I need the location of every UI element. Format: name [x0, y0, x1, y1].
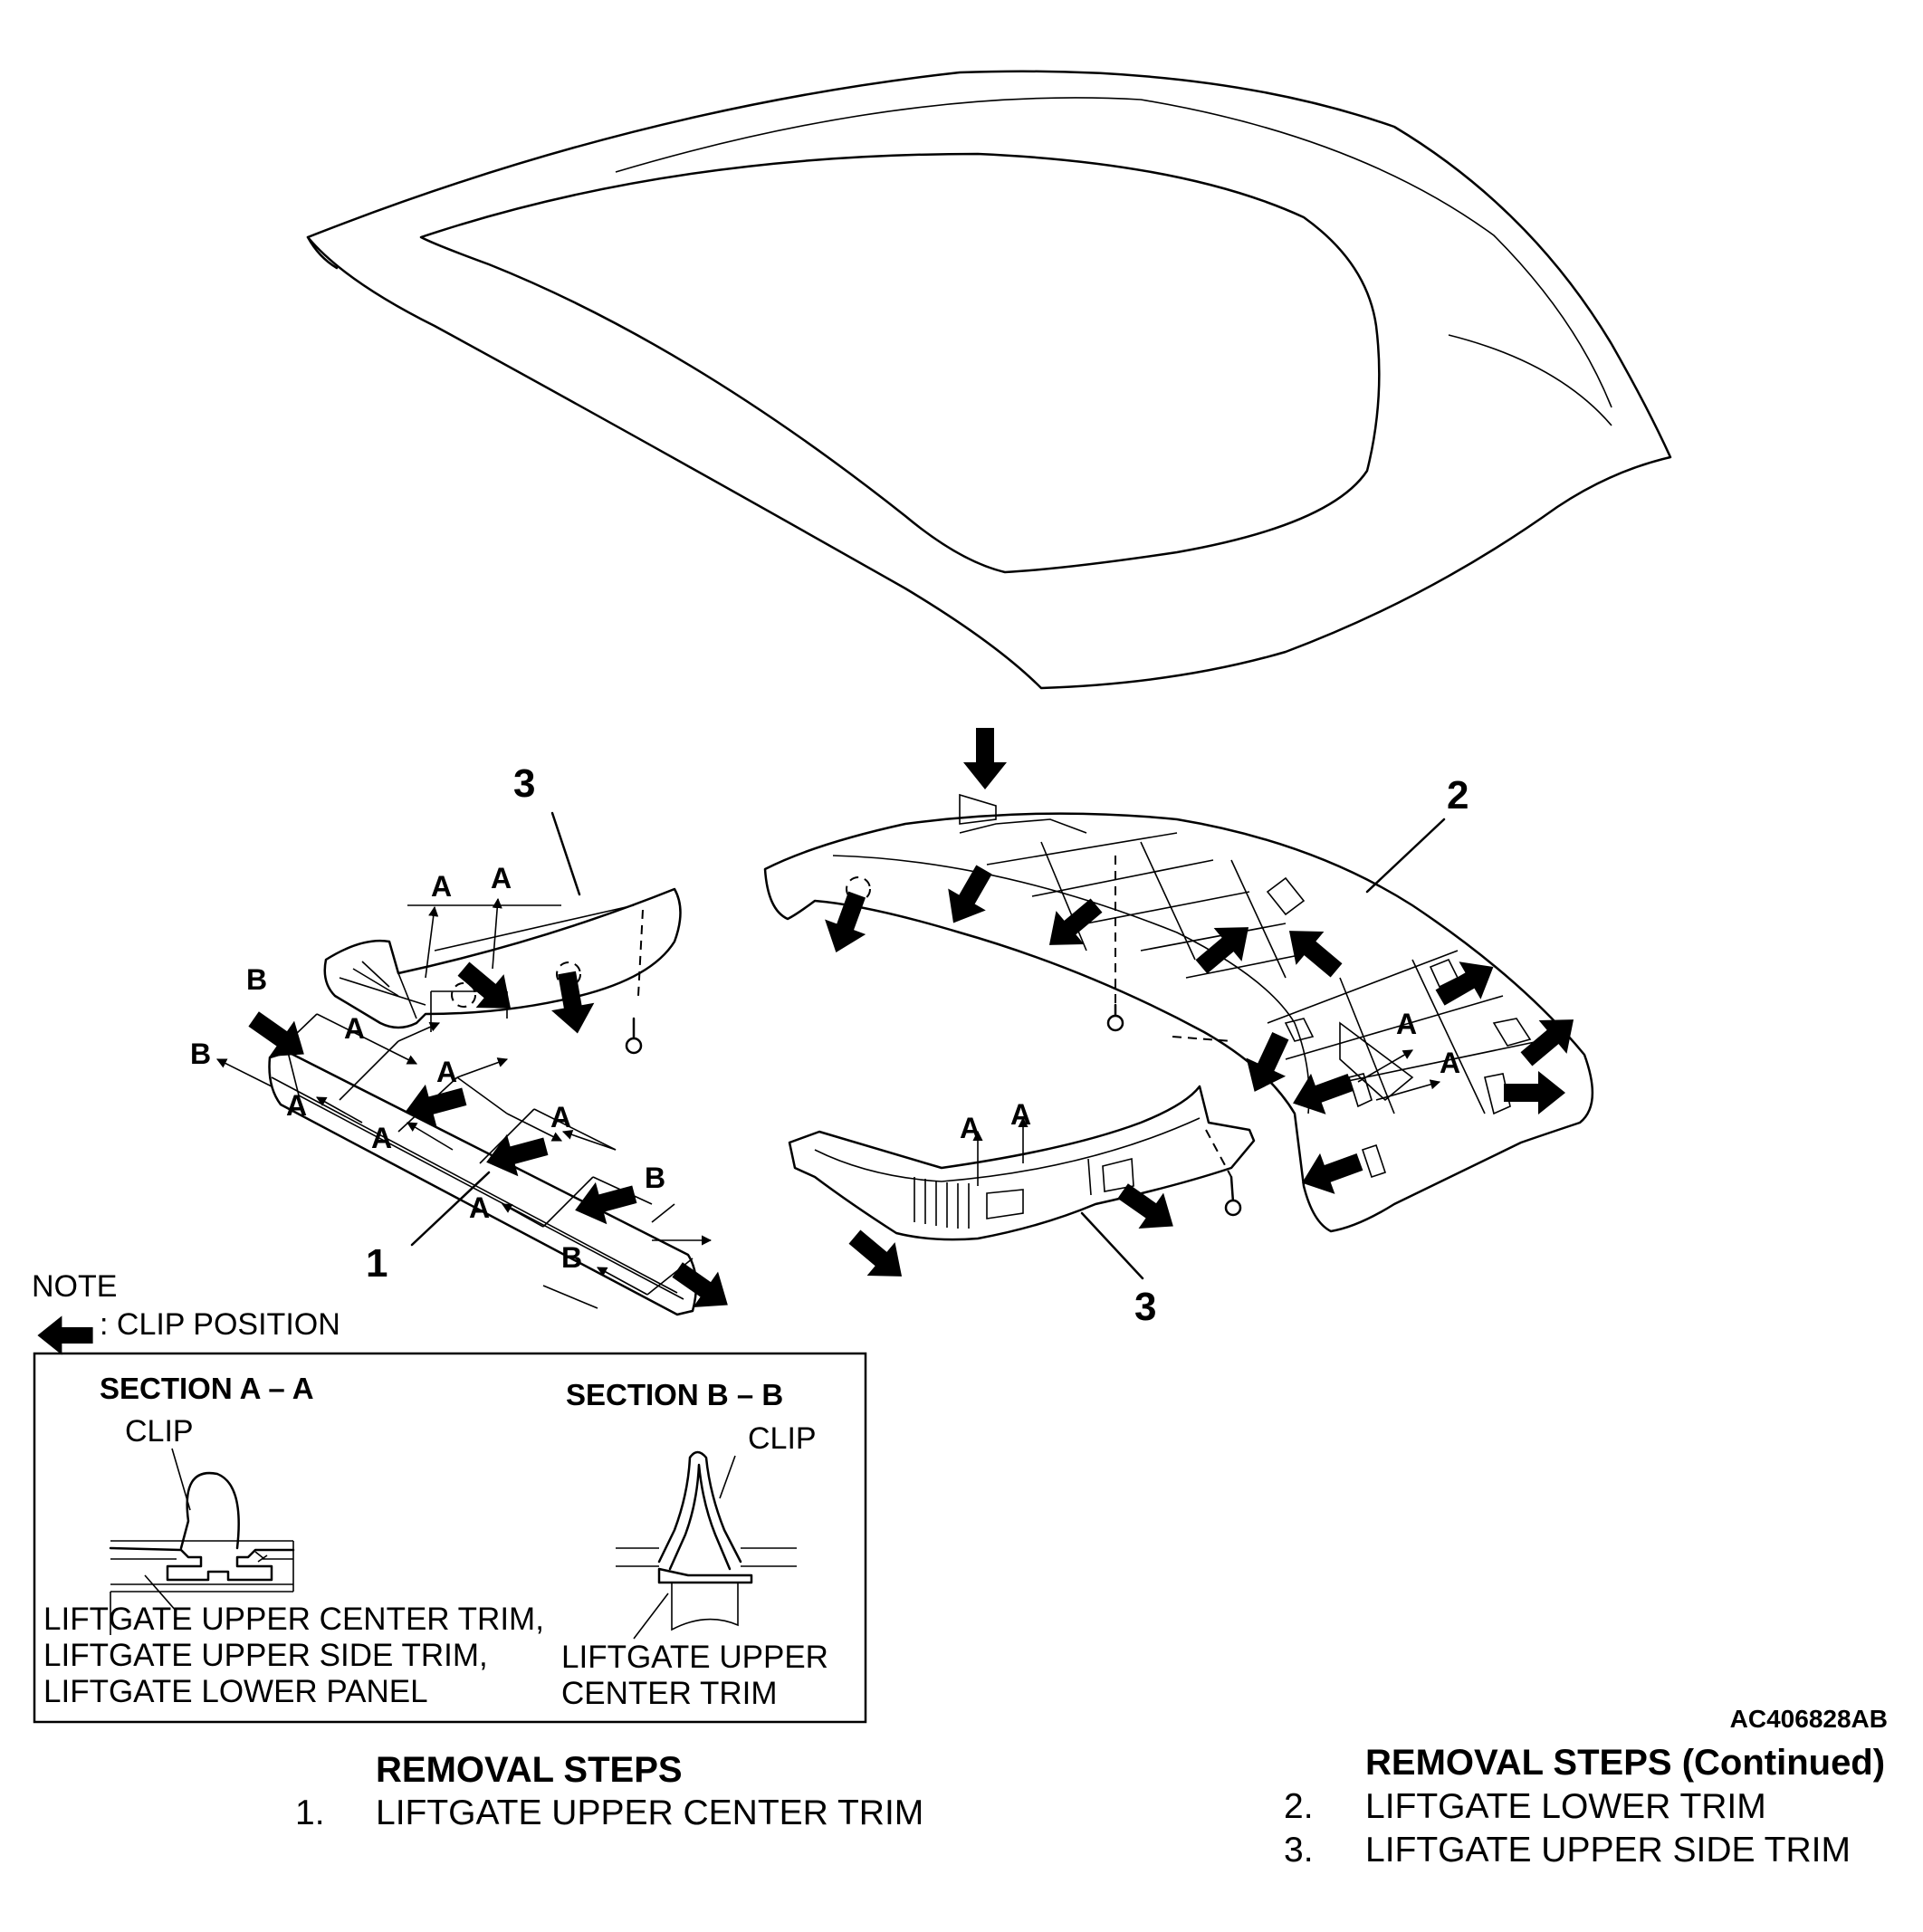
section-letter-a: A	[960, 1112, 981, 1144]
liftgate-glass-outline	[306, 70, 1672, 690]
note-legend-text: : CLIP POSITION	[100, 1307, 340, 1342]
section-letter-a: A	[469, 1191, 490, 1224]
removal-step-num: 2.	[1284, 1787, 1314, 1826]
section-aa-desc-line-1: LIFTGATE UPPER CENTER TRIM,	[43, 1602, 544, 1637]
clip-arrow-1	[963, 728, 1007, 789]
removal-step-text: LIFTGATE UPPER SIDE TRIM	[1365, 1831, 1851, 1870]
section-aa-clip-drawing	[109, 1448, 295, 1635]
part-label-3-bottom: 3	[1134, 1285, 1156, 1329]
section-letter-a: A	[491, 862, 512, 894]
part-leader-lines	[410, 811, 1446, 1280]
section-letter-a: A	[1396, 1008, 1417, 1040]
removal-step-num: 1.	[295, 1793, 325, 1832]
removal-step-text: LIFTGATE UPPER CENTER TRIM	[376, 1793, 923, 1832]
removal-steps-heading: REMOVAL STEPS	[376, 1750, 683, 1790]
section-letter-a: A	[436, 1056, 457, 1088]
section-bb-clip-drawing	[616, 1450, 797, 1640]
section-aa-desc-line-3: LIFTGATE LOWER PANEL	[43, 1674, 428, 1709]
part-label-1: 1	[366, 1241, 387, 1286]
section-letter-b: B	[190, 1038, 211, 1070]
part-label-2: 2	[1447, 773, 1469, 818]
clip-position-legend-arrow-icon	[37, 1315, 93, 1355]
note-title: NOTE	[32, 1269, 117, 1304]
section-aa-title: SECTION A – A	[100, 1372, 314, 1405]
part-label-3-left: 3	[513, 761, 535, 806]
removal-step-text: LIFTGATE LOWER TRIM	[1365, 1787, 1766, 1826]
section-bb-desc-line-1: LIFTGATE UPPER	[561, 1640, 828, 1675]
section-letter-a: A	[286, 1089, 307, 1122]
section-letters: A A B B A A A A A B A B A A A A	[190, 862, 1460, 1274]
removal-steps-continued-heading: REMOVAL STEPS (Continued)	[1365, 1743, 1885, 1783]
section-letter-a: A	[1010, 1098, 1031, 1131]
section-aa-clip-label: CLIP	[125, 1414, 194, 1449]
part-1-upper-center-trim	[268, 1050, 698, 1316]
section-bb-clip-label: CLIP	[748, 1421, 817, 1456]
section-letter-a: A	[344, 1012, 365, 1045]
section-detail-box	[33, 1352, 867, 1724]
section-letter-a: A	[1440, 1047, 1460, 1079]
section-letter-b: B	[561, 1241, 582, 1274]
part-2-lower-trim	[763, 793, 1594, 1233]
section-bb-title: SECTION B – B	[566, 1378, 783, 1411]
figure-code: AC406828AB	[1730, 1705, 1888, 1733]
part-3-bottom-upper-side-trim	[788, 1085, 1256, 1241]
section-letter-b: B	[246, 963, 267, 996]
part-3-upper-side-trim	[323, 887, 682, 1055]
section-letter-a: A	[371, 1122, 392, 1154]
section-aa-desc-line-2: LIFTGATE UPPER SIDE TRIM,	[43, 1638, 488, 1673]
removal-step-num: 3.	[1284, 1831, 1314, 1870]
section-letter-b: B	[645, 1162, 665, 1194]
section-letter-a: A	[550, 1101, 571, 1133]
section-bb-desc-line-2: CENTER TRIM	[561, 1676, 778, 1711]
section-letter-a: A	[431, 870, 452, 903]
